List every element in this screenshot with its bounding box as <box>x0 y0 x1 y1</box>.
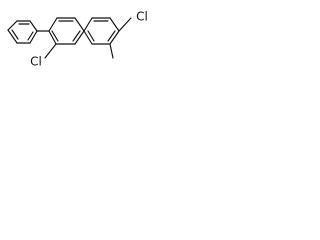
fused-ring <box>83 17 120 45</box>
phenyl-ring <box>7 20 38 44</box>
pyridine-bond-6 <box>48 30 57 45</box>
chemical-structure-diagram: Cl Cl <box>7 10 148 69</box>
fused-inner-bond-2 <box>107 30 116 42</box>
phenyl-bond-6 <box>7 29 18 44</box>
pyridine-ring <box>48 17 85 45</box>
pyridine-bond-1 <box>48 17 58 32</box>
phenyl-bond-4 <box>29 30 38 44</box>
phenyl-bond-1 <box>7 20 18 31</box>
phenyl-bond-3 <box>29 20 38 32</box>
chloro-top-label: Cl <box>136 10 148 24</box>
methyl-bond <box>109 43 114 59</box>
fused-bond-4 <box>109 30 120 45</box>
chloro-bottom-bond <box>44 43 57 59</box>
fused-bond-1 <box>83 17 93 32</box>
pyridine-bond-3 <box>74 17 85 32</box>
pyridine-inner-bond-2 <box>72 30 81 42</box>
phenyl-inner-bond-3 <box>11 29 19 40</box>
fused-inner-bond-3 <box>87 30 95 42</box>
chloro-top-bond <box>118 17 132 32</box>
fused-bond-6 <box>83 30 93 45</box>
chloro-bottom-label: Cl <box>30 55 42 69</box>
pyridine-inner-bond-3 <box>51 30 59 42</box>
fused-bond-3 <box>109 17 120 32</box>
phenyl-inner-bond-2 <box>27 31 34 41</box>
pyridine-bond-4 <box>74 30 85 45</box>
